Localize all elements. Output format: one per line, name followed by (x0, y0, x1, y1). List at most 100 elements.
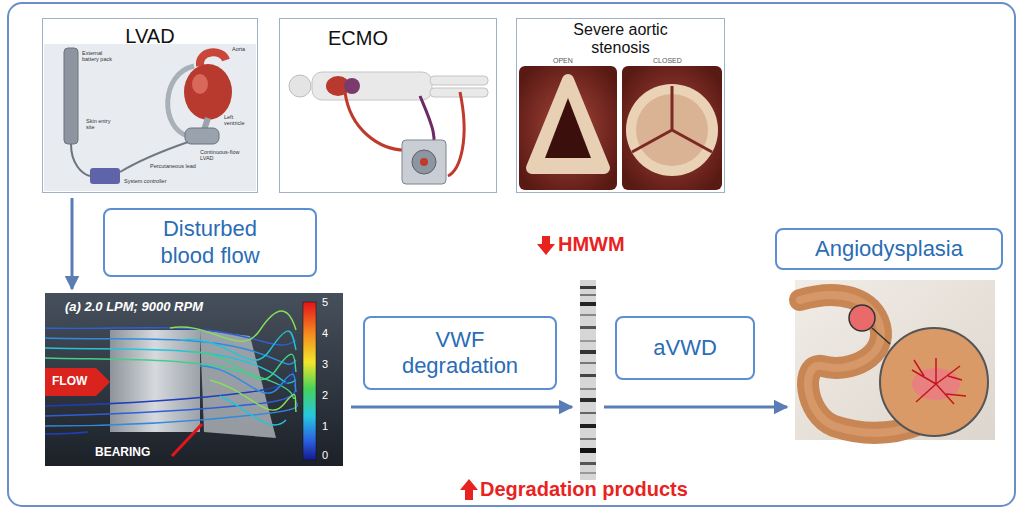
ecmo-illustration (420, 158, 428, 166)
gel-lane (580, 362, 596, 364)
flow-simulation-image (45, 366, 296, 406)
flow-simulation-image (45, 293, 343, 466)
flow-simulation-image (45, 432, 88, 434)
gel-lane (580, 280, 596, 480)
flow-simulation-image (45, 311, 297, 434)
ecmo-illustration (289, 75, 311, 97)
flow-simulation-image (220, 396, 286, 425)
flow-arrow (604, 406, 787, 409)
valve-illustration (626, 84, 718, 176)
flow-simulation-image (45, 293, 343, 466)
part-label: Continuous-flow LVAD (200, 149, 248, 162)
lvad-illustration (185, 128, 219, 144)
box-label: Disturbed blood flow (145, 216, 275, 269)
valve-illustration (519, 66, 617, 190)
part-label: System controller (124, 178, 167, 184)
gel-lane (580, 294, 596, 296)
gel-lane (580, 398, 596, 402)
device-panel: ECMO (279, 18, 497, 193)
colon-illustration (849, 305, 875, 331)
valve-illustration (622, 66, 722, 190)
process-box: Disturbed blood flow (103, 208, 317, 277)
lvad-illustration (71, 144, 90, 176)
valve-illustration (632, 86, 712, 152)
part-label: Left ventricle (224, 114, 251, 127)
hmwm-label: HMWM (558, 233, 625, 256)
gel-lane (580, 302, 596, 306)
flow-arrow (71, 198, 74, 289)
lvad-illustration (90, 168, 120, 184)
outcome-label: Angiodysplasia (775, 228, 1003, 270)
process-box: VWF degradation (363, 316, 557, 390)
panel-title: LVAD (43, 25, 257, 48)
gel-lane (580, 424, 596, 428)
gel-lane (580, 388, 596, 390)
lvad-illustration (200, 52, 226, 66)
colon-illustration (795, 280, 995, 440)
flow-arrow (351, 406, 572, 409)
flow-simulation-image (170, 311, 296, 341)
gel-lane (580, 340, 596, 342)
bearing-label: BEARING (95, 446, 150, 458)
colon-illustration (872, 328, 890, 344)
lvad-illustration (192, 74, 208, 94)
ecmo-illustration (412, 150, 436, 174)
flow-simulation-image (303, 302, 316, 460)
colon-illustration (912, 358, 966, 404)
flow-simulation-image (210, 380, 296, 412)
red-arrow-symbol (537, 236, 555, 255)
gel-lane (580, 472, 596, 474)
outer-frame (8, 3, 1015, 506)
flow-label: FLOW (52, 375, 87, 387)
colorbar-tick: 1 (322, 421, 328, 432)
flow-simulation: (a) 2.0 LPM; 9000 RPM (45, 293, 343, 466)
flow-simulation-image (180, 331, 296, 360)
part-label: External battery pack (82, 50, 116, 63)
gel-lane (580, 412, 596, 414)
ecmo-illustration (312, 72, 432, 100)
gel-lane (580, 374, 596, 377)
colorbar-tick: 3 (322, 359, 328, 370)
flow-simulation-image (110, 330, 200, 432)
gel-lane (580, 286, 596, 289)
degradation-label: Degradation products (480, 478, 688, 501)
ecmo-illustration (448, 92, 464, 176)
part-label: Percutaneous lead (150, 163, 196, 169)
valve-illustration (545, 98, 591, 158)
valve-illustration (519, 66, 722, 190)
ecmo-illustration (344, 78, 360, 94)
gel-lane (580, 280, 596, 480)
flow-simulation-image (45, 358, 296, 398)
lvad-illustration (44, 44, 256, 191)
panel-title: Severe aortic stenosis (556, 21, 686, 56)
ecmo-illustration (289, 72, 488, 184)
colon-illustration (795, 280, 995, 440)
ecmo-illustration (345, 92, 405, 150)
lvad-illustration (184, 64, 232, 120)
part-label: Aorta (232, 46, 245, 52)
red-arrow-symbol (460, 479, 478, 500)
gel-lane: HMWMDegradation products (580, 280, 596, 480)
gel-lane (580, 314, 596, 316)
gel-lane (580, 350, 596, 354)
gel-lane (580, 438, 596, 440)
box-label: VWF degradation (395, 327, 525, 380)
ecmo-illustration (430, 76, 488, 85)
lvad-illustration (168, 66, 194, 136)
valve-state: OPEN (553, 57, 573, 64)
colorbar-tick: 5 (322, 297, 328, 308)
valve-state: CLOSED (653, 57, 682, 64)
process-box: aVWD (615, 316, 755, 380)
colorbar-tick: 2 (322, 390, 328, 401)
device-panel: Severe aortic stenosis (516, 18, 725, 193)
part-label: Skin entry site (86, 118, 116, 131)
box-label: aVWD (653, 335, 717, 361)
flow-simulation-image (45, 400, 297, 426)
flow-simulation-image (172, 424, 202, 456)
flow-simulation-image (45, 328, 296, 345)
colon-illustration (880, 328, 988, 436)
valve-illustration (532, 80, 604, 168)
lvad-illustration (64, 48, 78, 144)
panel-title: ECMO (328, 27, 388, 50)
